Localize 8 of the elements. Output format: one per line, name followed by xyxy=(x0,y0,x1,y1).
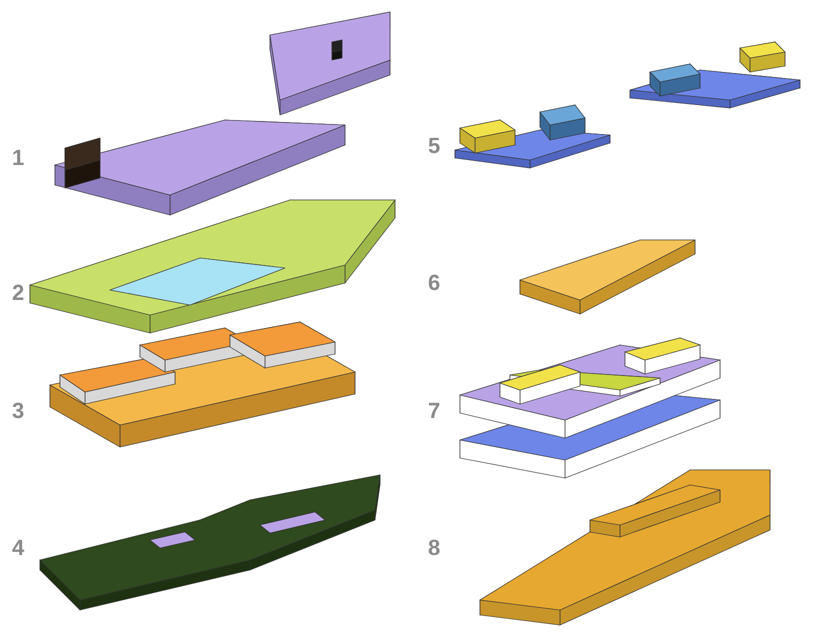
step-number: 7 xyxy=(428,398,440,424)
step-number: 1 xyxy=(12,145,24,171)
step-number: 2 xyxy=(12,280,24,306)
step-number: 3 xyxy=(12,398,24,424)
step-number: 8 xyxy=(428,535,440,561)
step-number: 5 xyxy=(428,133,440,159)
step-number: 6 xyxy=(428,270,440,296)
step-number: 4 xyxy=(12,535,24,561)
